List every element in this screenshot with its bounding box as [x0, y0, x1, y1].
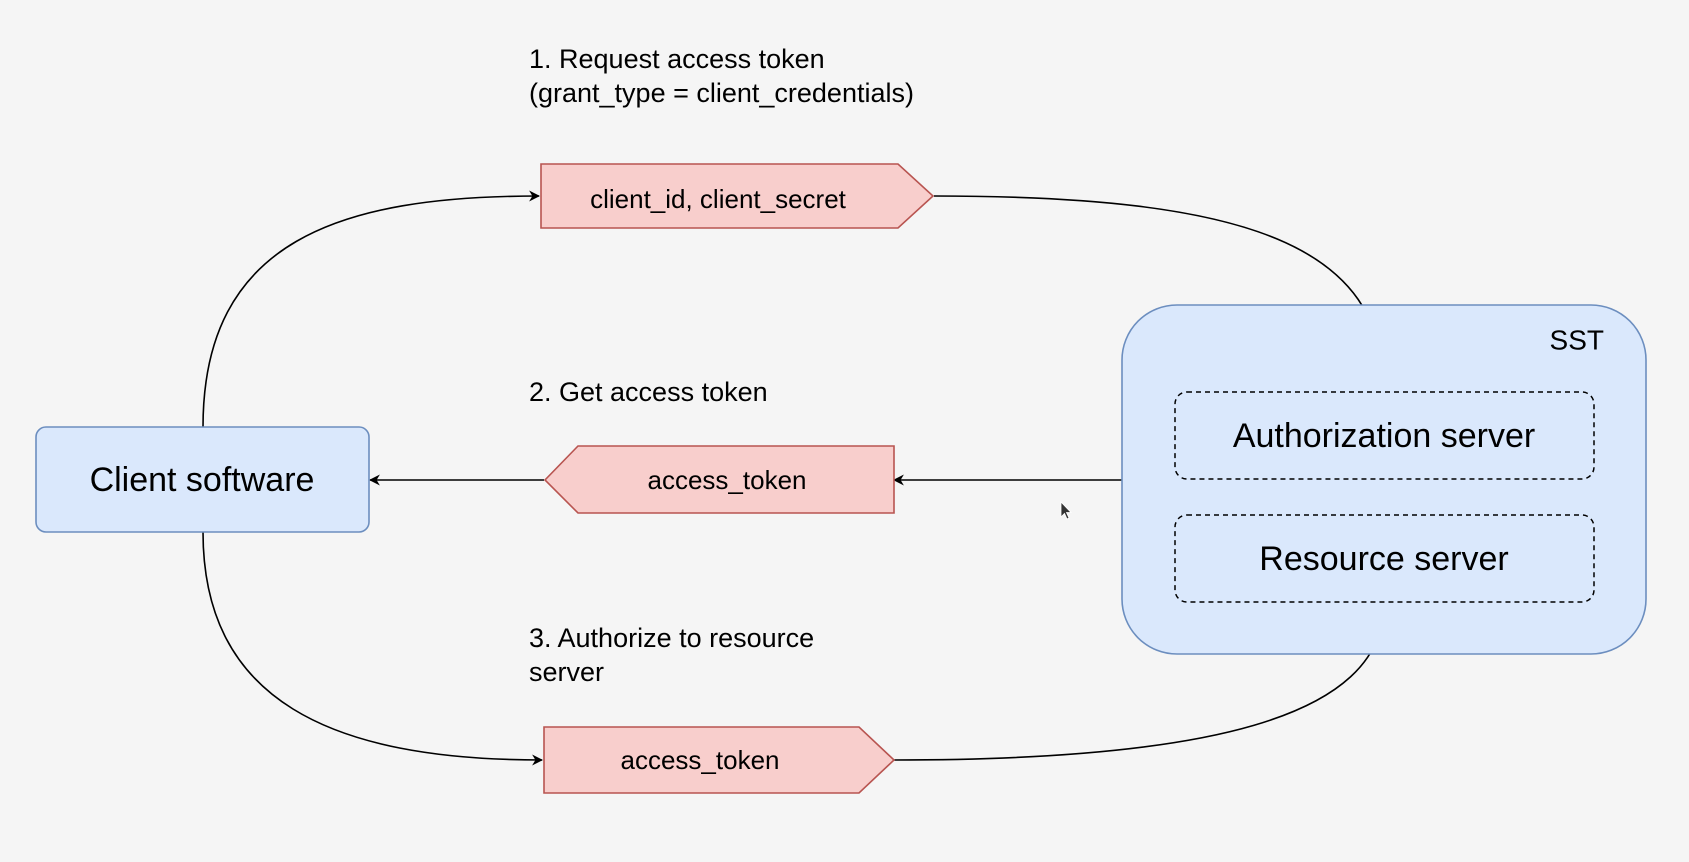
client-software-label: Client software	[90, 461, 315, 499]
token-request-message-label: access_token	[621, 745, 780, 775]
token-request-message: access_token	[543, 726, 896, 794]
token-response-message-label: access_token	[648, 465, 807, 495]
step-1-label: 1. Request access token (grant_type = cl…	[529, 44, 914, 108]
credentials-message: client_id, client_secret	[540, 163, 935, 229]
authorization-server-node: Authorization server	[1174, 391, 1595, 480]
step-3-label: 3. Authorize to resource server	[529, 623, 815, 687]
resource-server-label: Resource server	[1259, 540, 1508, 578]
connector-client-to-token-request	[202, 531, 544, 766]
resource-server-node: Resource server	[1174, 514, 1595, 603]
sst-label: SST	[1550, 325, 1604, 356]
mouse-cursor-icon	[1060, 501, 1072, 520]
client-software-node: Client software	[35, 426, 370, 533]
connector-client-to-credentials	[202, 190, 541, 428]
credentials-message-label: client_id, client_secret	[590, 184, 847, 214]
token-response-message: access_token	[543, 445, 895, 514]
step-2-label: 2. Get access token	[529, 377, 768, 407]
authorization-server-label: Authorization server	[1233, 417, 1535, 455]
